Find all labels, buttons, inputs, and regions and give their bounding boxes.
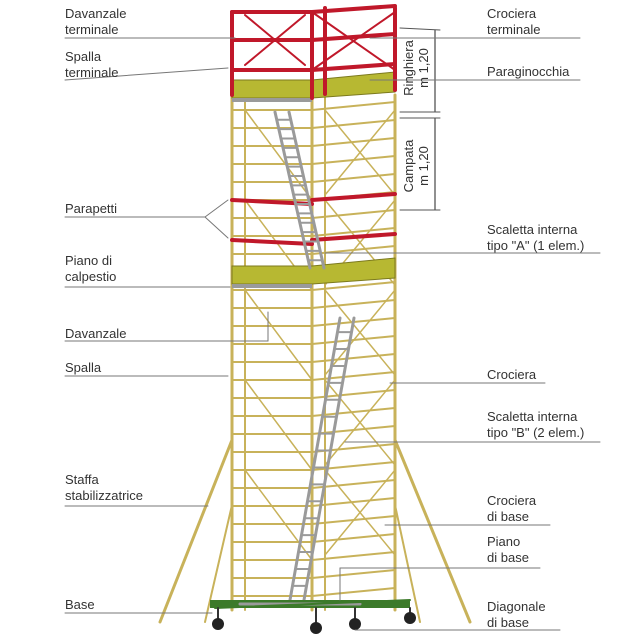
rung-side — [311, 533, 396, 543]
crociera-terminale — [311, 11, 396, 71]
stabilizer-left-brace — [204, 504, 233, 623]
rung-side — [311, 569, 396, 579]
leader-line — [64, 67, 229, 81]
rung-side — [311, 551, 396, 561]
rung-side — [311, 137, 396, 147]
label-crociera: Crociera — [487, 367, 537, 382]
label-paraginocchia: Paraginocchia — [487, 64, 570, 79]
crociera — [324, 379, 396, 466]
wheel — [349, 618, 361, 630]
red-rail — [310, 4, 397, 14]
crociera — [324, 469, 396, 556]
crociera — [324, 289, 396, 376]
rung-side — [311, 281, 396, 291]
diagonale-di-base — [214, 599, 411, 609]
stabilizer-left — [158, 438, 234, 624]
rung-side — [311, 587, 396, 597]
label-base: Base — [65, 597, 95, 612]
wheel — [310, 622, 322, 634]
red-rail — [310, 62, 397, 72]
diagonal-brace — [244, 379, 313, 471]
diagonal-brace — [244, 469, 313, 561]
label-spalla: Spalla — [65, 360, 102, 375]
parapet — [310, 232, 397, 242]
parapet — [230, 238, 314, 246]
rung-side — [311, 299, 396, 309]
rung-side — [311, 353, 396, 363]
leader-line — [204, 199, 229, 218]
rung-side — [311, 407, 396, 417]
parapet — [310, 192, 397, 202]
crociera — [324, 109, 396, 196]
label-davanzale: Davanzale — [65, 326, 127, 341]
dimension-tick — [399, 27, 441, 31]
rung-side — [311, 371, 396, 381]
leader-line — [204, 216, 229, 239]
wheel — [212, 618, 224, 630]
piano-di-calpestio-deck — [232, 284, 312, 288]
rung-side — [311, 173, 396, 183]
rung-side — [311, 101, 396, 111]
rung-side — [311, 119, 396, 129]
rung-side — [311, 209, 396, 219]
label-parapetti: Parapetti — [65, 201, 118, 216]
crociera-terminale — [244, 14, 306, 66]
wheel — [404, 612, 416, 624]
top-platform-deck — [232, 98, 312, 102]
rung-side — [311, 479, 396, 489]
rung-side — [311, 227, 396, 237]
diagonal-brace — [244, 289, 313, 381]
stabilizer-right — [393, 438, 472, 624]
red-rail — [310, 32, 397, 42]
rung-side — [311, 497, 396, 507]
